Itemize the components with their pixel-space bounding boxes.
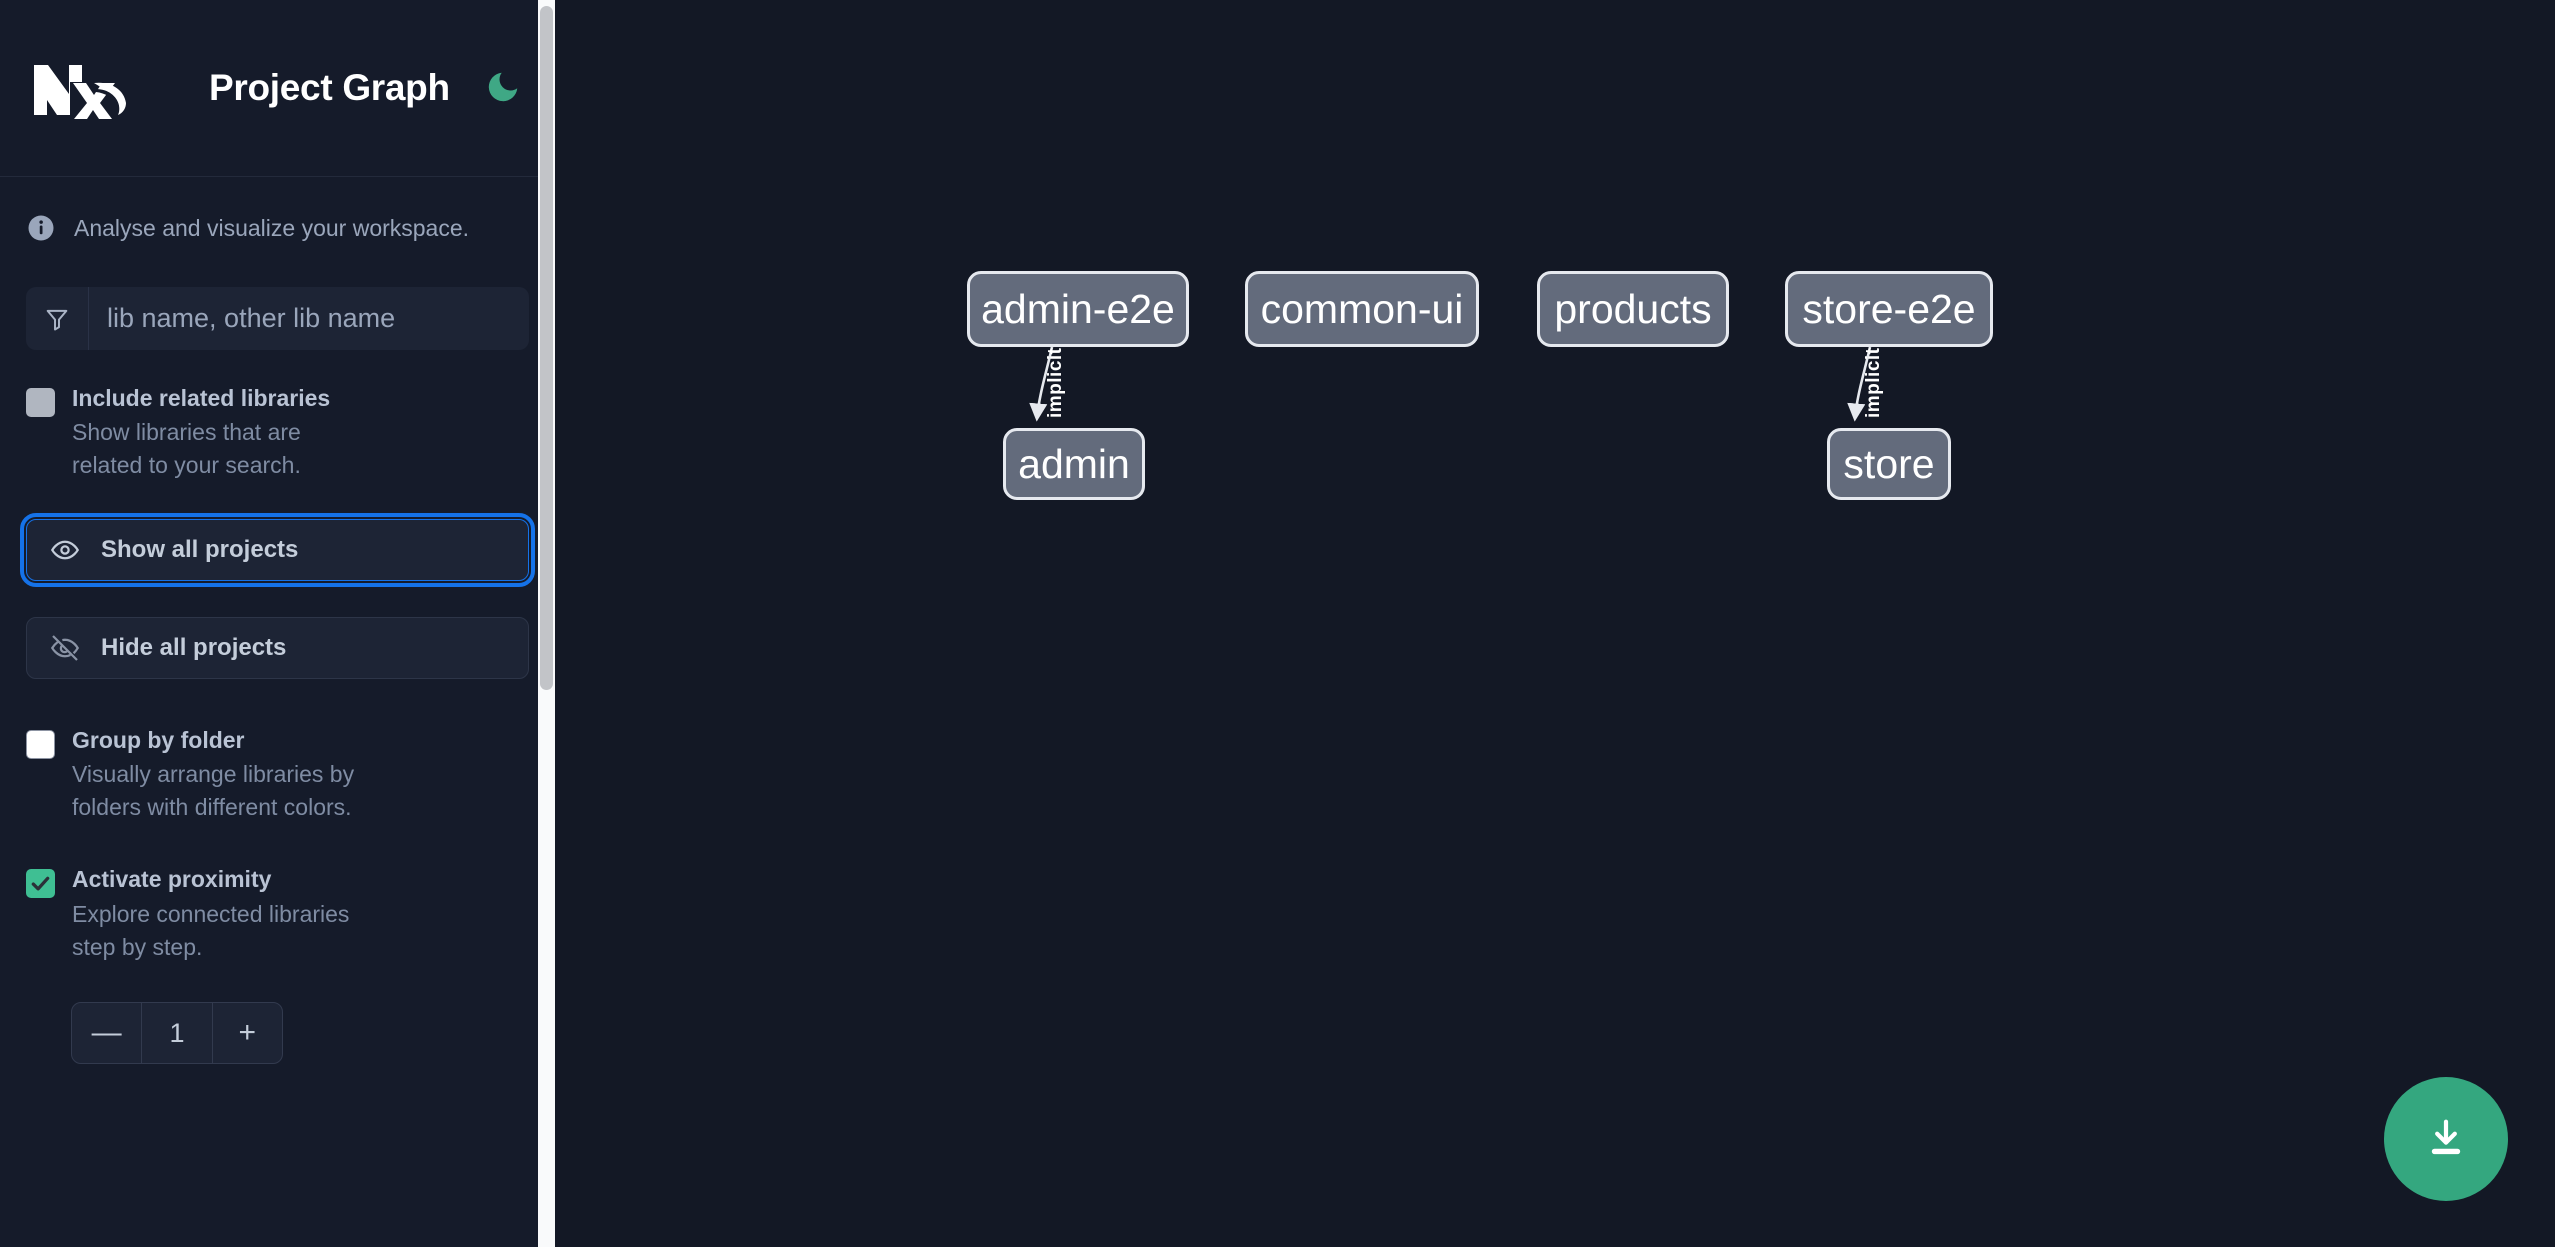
graph-node-store-e2e[interactable]: store-e2e <box>1785 271 1993 347</box>
stepper-divider-left <box>141 1003 143 1064</box>
edge-label-admin-e2e-admin: implicit <box>1045 347 1066 418</box>
graph-edges <box>1029 346 1872 422</box>
moon-icon <box>484 68 522 109</box>
include-related-libraries-label: Include related libraries <box>72 385 331 411</box>
graph-node-store[interactable]: store <box>1827 428 1951 500</box>
sidebar-body: Include related libraries Show libraries… <box>0 287 555 1065</box>
eye-off-icon <box>49 632 81 664</box>
workspace-blurb-text: Analyse and visualize your workspace. <box>74 214 470 241</box>
funnel-icon <box>26 287 89 350</box>
group-by-folder-label: Group by folder <box>72 726 245 753</box>
graph-node-common-ui[interactable]: common-ui <box>1245 271 1479 347</box>
activate-proximity-label: Activate proximity <box>72 866 272 893</box>
eye-icon <box>49 534 81 566</box>
download-graph-button[interactable] <box>2384 1077 2508 1201</box>
theme-toggle-button[interactable] <box>480 65 526 111</box>
include-related-libraries-description: Show libraries that are related to your … <box>72 419 301 479</box>
hide-all-projects-button[interactable]: Hide all projects <box>26 616 529 679</box>
graph-canvas[interactable]: implicit implicit admin-e2e common-ui pr… <box>555 0 2555 1247</box>
proximity-increment-button[interactable]: + <box>213 1003 282 1063</box>
graph-node-admin-e2e[interactable]: admin-e2e <box>967 271 1189 347</box>
include-related-libraries-checkbox[interactable] <box>26 388 55 417</box>
activate-proximity-checkbox[interactable] <box>26 869 55 899</box>
sidebar: Project Graph Analyse and visualize your… <box>0 0 555 1247</box>
option-activate-proximity[interactable]: Activate proximity Explore connected lib… <box>26 864 529 964</box>
info-icon <box>26 213 56 243</box>
stepper-divider-right <box>211 1003 213 1064</box>
workspace-blurb: Analyse and visualize your workspace. <box>0 177 555 243</box>
sidebar-scrollbar[interactable] <box>538 0 555 1247</box>
sidebar-scrollbar-thumb[interactable] <box>540 6 553 690</box>
edge-label-store-e2e-store: implicit <box>1863 347 1884 418</box>
option-include-related-libraries[interactable]: Include related libraries Show libraries… <box>26 383 529 483</box>
activate-proximity-description: Explore connected libraries step by step… <box>72 900 350 960</box>
show-all-projects-label: Show all projects <box>101 535 299 563</box>
nx-logo-icon <box>26 53 130 123</box>
sidebar-header: Project Graph <box>0 0 555 177</box>
hide-all-projects-label: Hide all projects <box>101 633 287 661</box>
graph-node-admin[interactable]: admin <box>1003 428 1145 500</box>
proximity-stepper: — 1 + <box>71 1002 283 1065</box>
proximity-value: 1 <box>169 1017 185 1048</box>
page-title: Project Graph <box>209 67 450 108</box>
download-icon <box>2423 1115 2469 1164</box>
library-filter <box>26 287 529 350</box>
search-input[interactable] <box>89 287 529 350</box>
option-group-by-folder[interactable]: Group by folder Visually arrange librari… <box>26 725 529 825</box>
proximity-decrement-button[interactable]: — <box>72 1003 141 1063</box>
group-by-folder-checkbox[interactable] <box>26 729 55 759</box>
graph-node-products[interactable]: products <box>1537 271 1729 347</box>
show-all-projects-button[interactable]: Show all projects <box>20 512 535 587</box>
group-by-folder-description: Visually arrange libraries by folders wi… <box>72 760 355 821</box>
